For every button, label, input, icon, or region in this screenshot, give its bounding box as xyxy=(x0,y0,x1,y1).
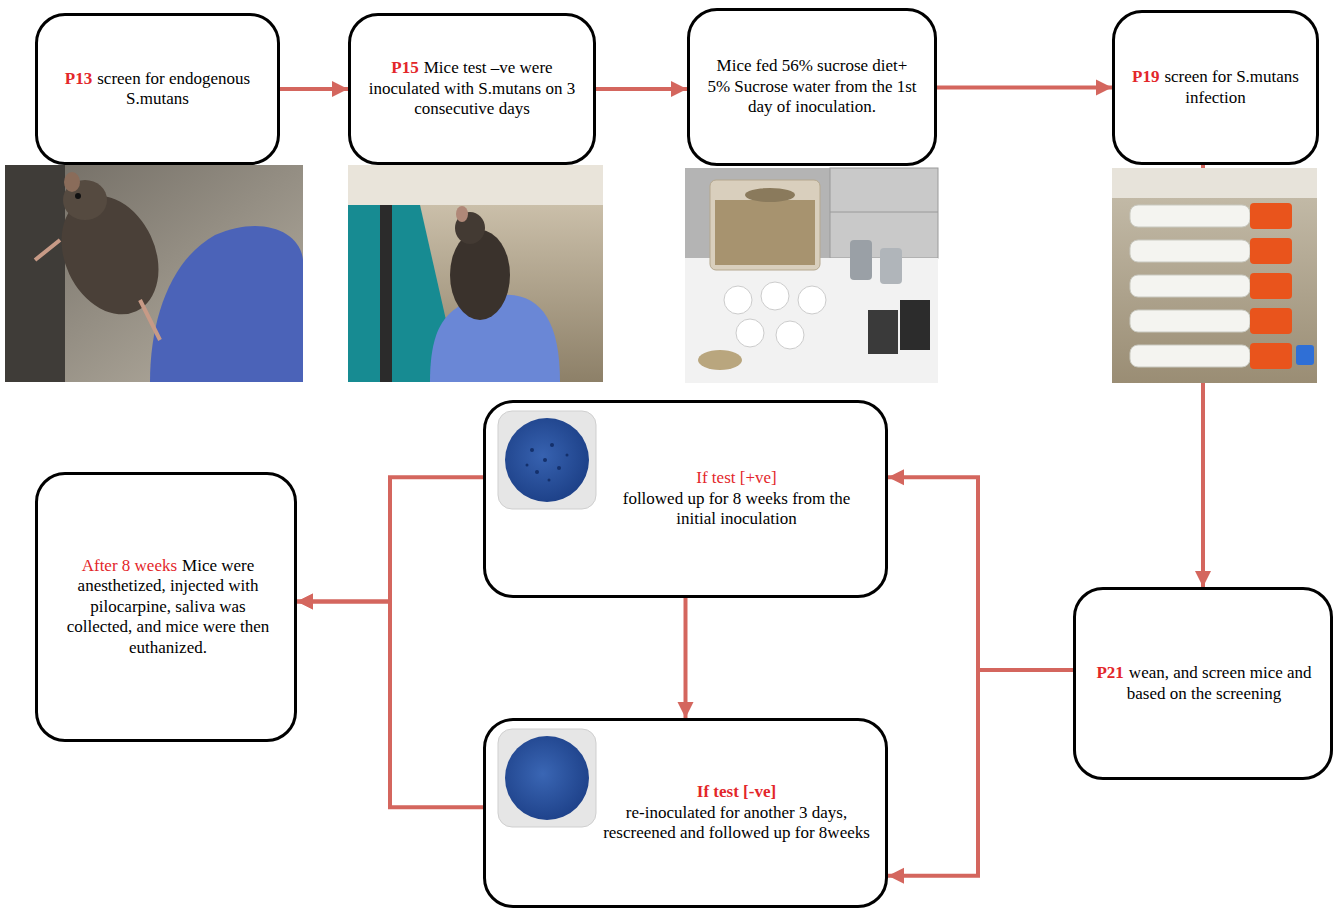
tubes-photo xyxy=(1112,168,1317,383)
box-text: P13 screen for endogenous S.mutans xyxy=(52,69,263,110)
step-label: If test [+ve] xyxy=(602,468,871,488)
box-text: If test [+ve]followed up for 8 weeks fro… xyxy=(602,468,871,529)
inoculation-photo xyxy=(348,165,603,382)
step-label: After 8 weeks xyxy=(82,556,177,575)
step-label: P19 xyxy=(1132,67,1159,86)
box-text: If test [-ve]re-inoculated for another 3… xyxy=(602,782,871,843)
flow-arrow xyxy=(937,86,1112,90)
process-box: Mice fed 56% sucrose diet+ 5% Sucrose wa… xyxy=(687,8,937,166)
box-text: After 8 weeksMice were anesthetized, inj… xyxy=(56,556,280,658)
step-label: P21 xyxy=(1096,663,1123,682)
culture-dish xyxy=(497,728,597,828)
box-text: P21wean, and screen mice and based on th… xyxy=(1092,663,1316,704)
mouse-photo xyxy=(5,165,303,382)
step-text: wean, and screen mice and based on the s… xyxy=(1127,663,1312,702)
flow-arrow xyxy=(888,477,1073,670)
flow-arrow xyxy=(280,87,348,91)
flow-arrow xyxy=(297,477,483,601)
step-text: screen for endogenous S.mutans xyxy=(97,69,250,108)
step-label: If test [-ve] xyxy=(602,782,871,802)
step-text: screen for S.mutans infection xyxy=(1164,67,1299,106)
step-label: P13 xyxy=(65,69,92,88)
step-text: re-inoculated for another 3 days, rescre… xyxy=(603,803,870,842)
process-box: P15Mice test –ve were inoculated with S.… xyxy=(348,13,596,165)
culture-dish xyxy=(497,410,597,510)
flow-arrow xyxy=(888,670,1073,876)
flow-arrow xyxy=(596,87,687,91)
process-box: P19 screen for S.mutans infection xyxy=(1112,10,1319,165)
flow-arrow xyxy=(297,602,483,808)
diet-photo xyxy=(685,168,938,383)
step-text: followed up for 8 weeks from the initial… xyxy=(623,489,851,528)
box-text: P15Mice test –ve were inoculated with S.… xyxy=(365,58,579,119)
box-text: P19 screen for S.mutans infection xyxy=(1129,67,1302,108)
flow-arrow xyxy=(684,598,688,718)
step-label: P15 xyxy=(391,58,418,77)
process-box: P21wean, and screen mice and based on th… xyxy=(1073,587,1333,780)
step-text: Mice fed 56% sucrose diet+ 5% Sucrose wa… xyxy=(707,56,916,116)
box-text: Mice fed 56% sucrose diet+ 5% Sucrose wa… xyxy=(704,56,920,117)
process-box: After 8 weeksMice were anesthetized, inj… xyxy=(35,472,297,742)
process-box: P13 screen for endogenous S.mutans xyxy=(35,13,280,165)
